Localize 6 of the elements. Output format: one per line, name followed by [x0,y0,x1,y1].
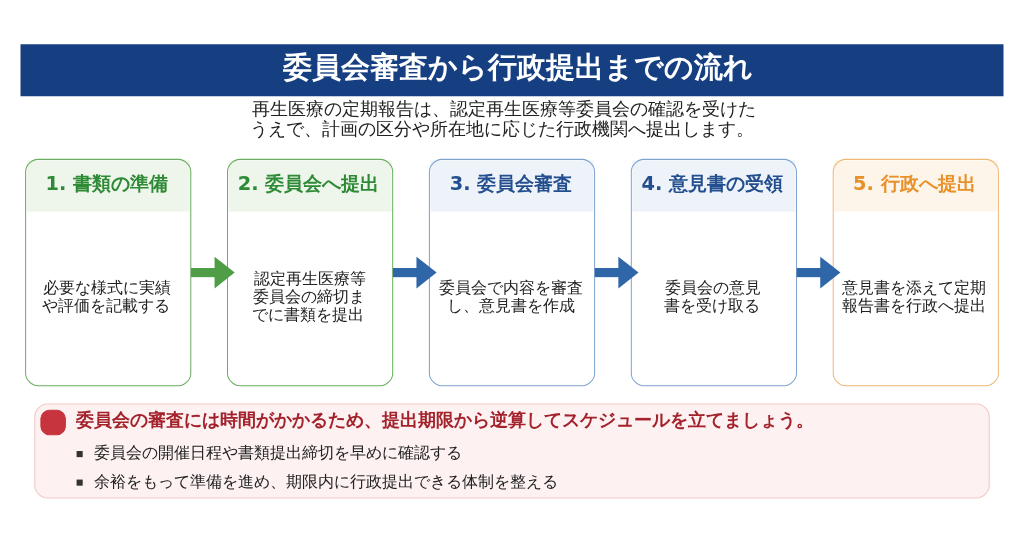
arrow [796,256,841,289]
label: 再生医療の定期報告は、認定再生医療等委員会の確認を受けたうえで、計画の区分や所在地に応じた行政機関へ提出します。 [249,97,757,140]
arrow [191,256,235,289]
arrow [594,256,639,289]
diagram-title: 委員会審査から行政提出までの流れ [283,49,754,84]
arrow [392,256,437,289]
